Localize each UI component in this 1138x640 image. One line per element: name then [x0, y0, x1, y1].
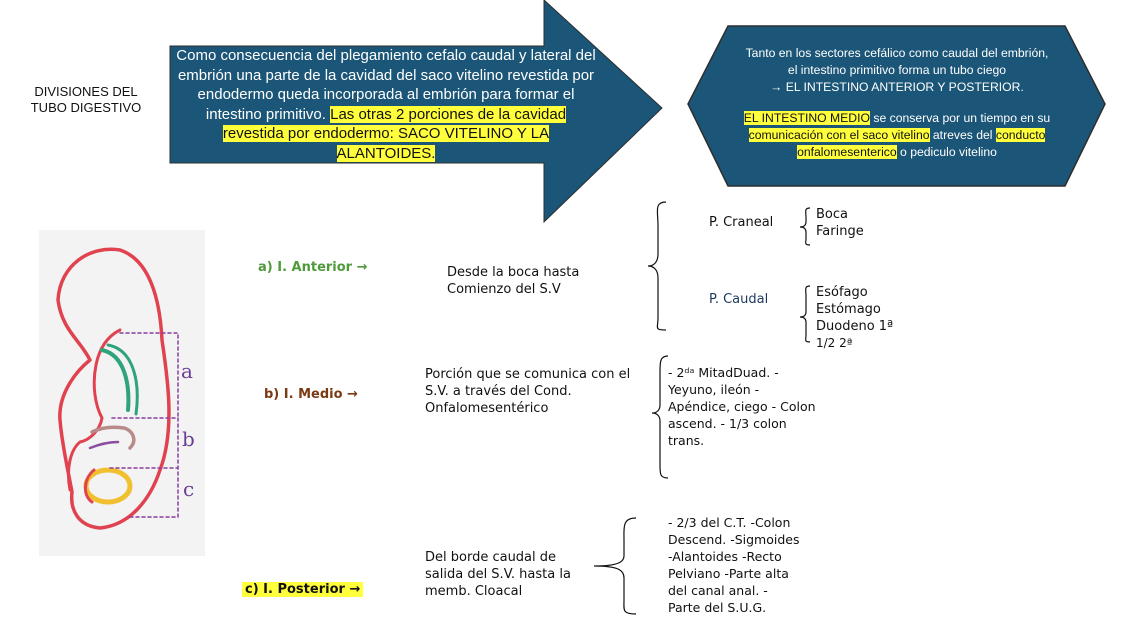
craneal-item: Boca: [816, 206, 864, 223]
medio-item: - 2ᵈᵃ MitadDuad. -: [668, 364, 816, 381]
craneal-label: P. Craneal: [709, 214, 773, 231]
caudal-item: Duodeno 1ª: [816, 318, 893, 335]
posterior-item: del canal anal. -: [668, 582, 799, 599]
craneal-list: Boca Faringe: [816, 206, 864, 240]
hexagon-box-text: Tanto en los sectores cefálico como caud…: [742, 45, 1052, 161]
caudal-item: Estómago: [816, 301, 893, 318]
medio-desc-line: Onfalomesentérico: [425, 400, 630, 417]
medio-list: - 2ᵈᵃ MitadDuad. - Yeyuno, ileón - Apénd…: [668, 364, 816, 449]
caudal-label: P. Caudal: [709, 291, 768, 308]
medio-item: Apéndice, ciego - Colon: [668, 398, 816, 415]
caudal-item: Esófago: [816, 284, 893, 301]
hex-p2-h2: comunicación con el saco vitelino: [749, 128, 930, 142]
embryo-label-a: a: [181, 359, 193, 383]
brace-anterior: [648, 202, 666, 330]
medio-item: ascend. - 1/3 colon: [668, 415, 816, 432]
posterior-description: Del borde caudal de salida del S.V. hast…: [425, 549, 571, 600]
medio-description: Porción que se comunica con el S.V. a tr…: [425, 366, 630, 417]
hex-p2-h1: EL INTESTINO MEDIO: [744, 111, 870, 125]
anterior-label: a) I. Anterior →: [258, 260, 368, 275]
posterior-item: - 2/3 del C.T. -Colon: [668, 514, 799, 531]
brace-medio: [652, 356, 668, 478]
craneal-item: Faringe: [816, 223, 864, 240]
posterior-desc-line: Del borde caudal de: [425, 549, 571, 566]
posterior-item: Pelviano -Parte alta: [668, 565, 799, 582]
hex-line1: Tanto en los sectores cefálico como caud…: [742, 45, 1052, 79]
brace-caudal: [800, 286, 810, 342]
hex-p2-t1: se conserva por un tiempo en su: [870, 111, 1050, 125]
medio-desc-line: Porción que se comunica con el: [425, 366, 630, 383]
brace-craneal: [800, 208, 810, 245]
anterior-description: Desde la boca hasta Comienzo del S.V: [447, 264, 579, 298]
caudal-item-extra: 1/2 2ª: [816, 335, 893, 352]
posterior-desc-line: salida del S.V. hasta la: [425, 566, 571, 583]
brace-posterior: [594, 518, 636, 614]
hex-paragraph2: EL INTESTINO MEDIO se conserva por un ti…: [742, 110, 1052, 161]
posterior-desc-line: memb. Cloacal: [425, 583, 571, 600]
posterior-item: Parte del S.U.G.: [668, 599, 799, 616]
embryo-label-c: c: [183, 477, 194, 501]
anterior-desc-line1: Desde la boca hasta: [447, 264, 579, 281]
embryo-label-b: b: [182, 427, 195, 451]
posterior-item: -Alantoides -Recto: [668, 548, 799, 565]
anterior-desc-line2: Comienzo del S.V: [447, 281, 579, 298]
arrow-box-text: Como consecuencia del plegamiento cefalo…: [176, 46, 596, 163]
caudal-list: Esófago Estómago Duodeno 1ª 1/2 2ª: [816, 284, 893, 352]
hex-p2-t3: o pediculo vitelino: [897, 145, 997, 159]
posterior-label: c) I. Posterior →: [242, 582, 363, 597]
medio-desc-line: S.V. a través del Cond.: [425, 383, 630, 400]
hex-line2: → EL INTESTINO ANTERIOR Y POSTERIOR.: [742, 79, 1052, 96]
medio-item: trans.: [668, 432, 816, 449]
medio-label: b) I. Medio →: [264, 387, 358, 402]
posterior-item: Descend. -Sigmoides: [668, 531, 799, 548]
hex-p2-t2: atreves del: [930, 128, 996, 142]
posterior-list: - 2/3 del C.T. -Colon Descend. -Sigmoide…: [668, 514, 799, 616]
medio-item: Yeyuno, ileón -: [668, 381, 816, 398]
